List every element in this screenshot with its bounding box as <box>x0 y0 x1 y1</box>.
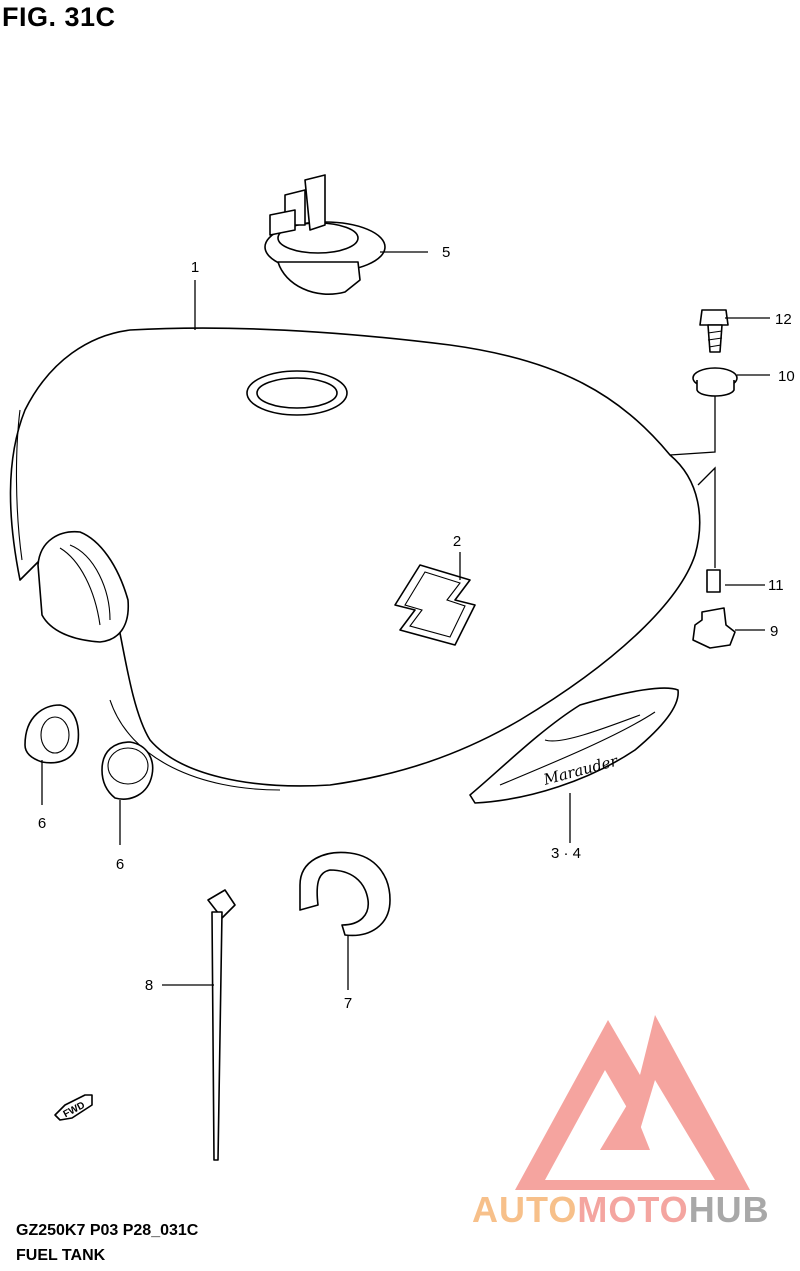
bolt-part <box>699 309 729 353</box>
fuel-cap-part <box>264 174 386 295</box>
callout-10: 10 <box>778 368 795 385</box>
suzuki-emblem-part <box>394 564 476 646</box>
callout-6b: 6 <box>116 856 124 873</box>
figure-name: FUEL TANK <box>16 1247 106 1264</box>
callout-7: 7 <box>344 995 352 1012</box>
cushion-part <box>24 704 154 800</box>
mount-cushion-part <box>692 607 736 649</box>
callout-8: 8 <box>145 977 153 994</box>
fwd-arrow-icon: FWD <box>54 1094 93 1121</box>
callout-2: 2 <box>453 533 461 550</box>
callout-5: 5 <box>442 244 450 261</box>
watermark-auto: AUTO <box>472 1189 577 1230</box>
figure-code: GZ250K7 P03 P28_031C <box>16 1222 199 1239</box>
callout-9: 9 <box>770 623 778 640</box>
watermark-text: AUTOMOTOHUB <box>472 1189 770 1230</box>
callout-11: 11 <box>768 577 784 594</box>
collar-part <box>706 569 721 593</box>
fuel-tank-part <box>9 327 701 791</box>
clip-part <box>299 851 391 937</box>
callout-6a: 6 <box>38 815 46 832</box>
grommet-part <box>692 367 738 397</box>
watermark-logo <box>515 1015 750 1190</box>
callout-3-4: 3 · 4 <box>551 845 581 862</box>
callout-1: 1 <box>191 259 199 276</box>
callout-12: 12 <box>775 311 792 328</box>
watermark-moto: MOTO <box>577 1189 688 1230</box>
leader-lines <box>41 251 770 990</box>
figure-title: FIG. 31C <box>2 2 116 32</box>
watermark-hub: HUB <box>689 1189 770 1230</box>
cable-tie-part <box>207 889 236 1161</box>
